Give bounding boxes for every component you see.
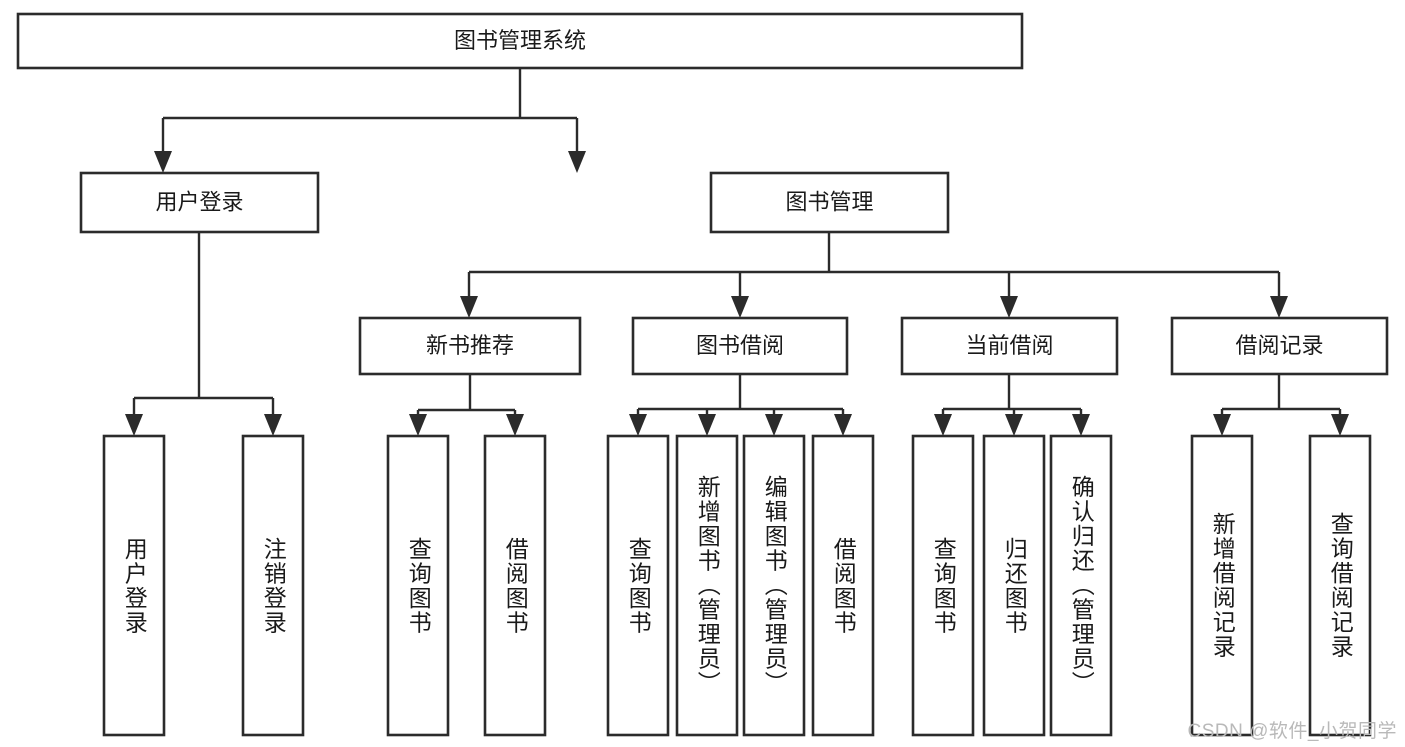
edge-books-arrow-2 <box>1000 296 1018 318</box>
node-level3-当前借阅[interactable] <box>900 316 1119 376</box>
edge-borrow-arrow-1 <box>698 414 716 436</box>
label-level3-当前借阅: 当前借阅 <box>965 333 1053 358</box>
node-level3-图书借阅[interactable] <box>631 316 849 376</box>
edge-books-arrow-1 <box>731 296 749 318</box>
edge-record-arrow-0 <box>1213 414 1231 436</box>
label-level2-用户登录: 用户登录 <box>155 189 243 214</box>
edge-current-arrow-1 <box>1005 414 1023 436</box>
connector-layer <box>125 68 1349 436</box>
edge-current-arrow-2 <box>1072 414 1090 436</box>
node-leaf-注销登录-1[interactable] <box>241 434 305 737</box>
node-leaf-借阅图书-7[interactable] <box>811 434 875 737</box>
edge-newbook-arrow-0 <box>409 414 427 436</box>
node-leaf-查询借阅记录-12[interactable] <box>1308 434 1372 737</box>
label-level3-新书推荐: 新书推荐 <box>426 333 514 358</box>
edge-books-arrow-3 <box>1270 296 1288 318</box>
edge-borrow-arrow-2 <box>765 414 783 436</box>
csdn-watermark: CSDN @软件_小贺同学 <box>1187 721 1397 742</box>
label-level2-图书管理: 图书管理 <box>785 189 873 214</box>
edge-books-arrow-0 <box>460 296 478 318</box>
label-level3-借阅记录: 借阅记录 <box>1235 333 1323 358</box>
node-level3-新书推荐[interactable] <box>358 316 582 376</box>
edge-current-arrow-0 <box>934 414 952 436</box>
edge-root-arrow-1 <box>568 151 586 173</box>
edge-userlogin-arrow-1 <box>264 414 282 436</box>
node-root-图书管理系统[interactable] <box>16 12 1024 70</box>
node-leaf-用户登录-0[interactable] <box>102 434 166 737</box>
node-leaf-查询图书-8[interactable] <box>911 434 975 737</box>
node-level2-图书管理[interactable] <box>709 171 950 234</box>
node-leaf-确认归还管理员-10[interactable] <box>1049 434 1113 737</box>
node-leaf-编辑图书管理员-6[interactable] <box>742 434 806 737</box>
node-leaf-借阅图书-3[interactable] <box>483 434 547 737</box>
edge-newbook-arrow-1 <box>506 414 524 436</box>
node-level3-借阅记录[interactable] <box>1170 316 1389 376</box>
node-leaf-查询图书-2[interactable] <box>386 434 450 737</box>
label-level3-图书借阅: 图书借阅 <box>696 333 784 358</box>
edge-borrow-arrow-3 <box>834 414 852 436</box>
edge-record-arrow-1 <box>1331 414 1349 436</box>
label-root: 图书管理系统 <box>454 28 586 53</box>
edge-userlogin-arrow-0 <box>125 414 143 436</box>
edge-root-arrow-0 <box>154 151 172 173</box>
node-leaf-归还图书-9[interactable] <box>982 434 1046 737</box>
node-leaf-新增图书管理员-5[interactable] <box>675 434 739 737</box>
node-leaf-新增借阅记录-11[interactable] <box>1190 434 1254 737</box>
node-leaf-查询图书-4[interactable] <box>606 434 670 737</box>
node-level2-用户登录[interactable] <box>79 171 320 234</box>
edge-borrow-arrow-0 <box>629 414 647 436</box>
